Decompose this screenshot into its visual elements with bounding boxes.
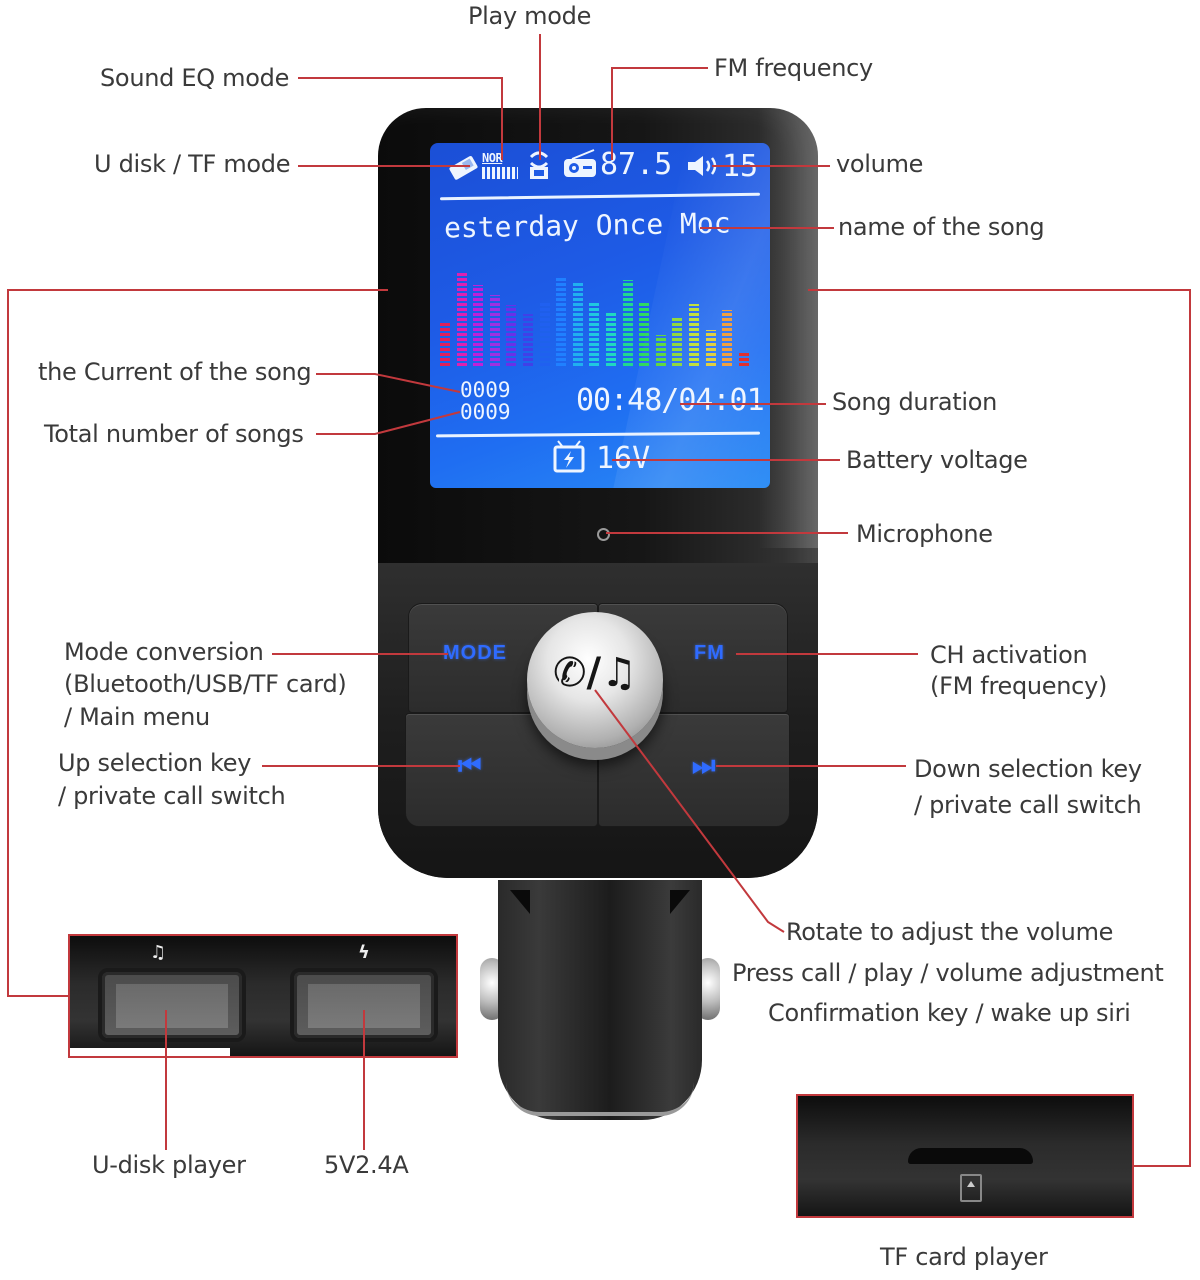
eq-bar bbox=[523, 314, 533, 366]
plug-notch-right bbox=[670, 890, 690, 914]
u-disk-tf-icon bbox=[449, 156, 478, 180]
total-songs-number: 0009 bbox=[460, 400, 511, 424]
car-plug bbox=[498, 880, 702, 1120]
label-sound-eq-mode: Sound EQ mode bbox=[100, 64, 290, 92]
label-up-key-1: Up selection key bbox=[58, 749, 252, 777]
eq-bar bbox=[639, 301, 650, 366]
eq-bar bbox=[655, 334, 666, 366]
label-play-mode: Play mode bbox=[468, 2, 592, 30]
battery-voltage-value: 16V bbox=[596, 441, 651, 476]
label-current-song: the Current of the song bbox=[38, 358, 312, 386]
label-volume: volume bbox=[836, 150, 924, 178]
plug-ring bbox=[506, 1082, 694, 1116]
fm-frequency-value: 87.5 bbox=[600, 147, 673, 182]
label-microphone: Microphone bbox=[856, 520, 993, 548]
label-ch-activation-1: CH activation bbox=[930, 641, 1088, 669]
label-ch-activation-2: (FM frequency) bbox=[930, 672, 1108, 700]
speaker-volume-icon bbox=[688, 156, 717, 176]
eq-spectrum bbox=[440, 271, 760, 366]
call-music-icon: ✆/♫ bbox=[553, 650, 637, 696]
label-knob-1: Rotate to adjust the volume bbox=[786, 918, 1114, 946]
usb-ports-inset: ♫ ϟ bbox=[68, 934, 458, 1058]
usb-port-music[interactable] bbox=[98, 968, 246, 1042]
current-song-number: 0009 bbox=[460, 378, 511, 402]
eq-mode-value: NOR bbox=[482, 151, 503, 165]
previous-track-icon: ⏮ bbox=[458, 750, 483, 780]
eq-bar bbox=[606, 311, 616, 366]
label-fm-frequency: FM frequency bbox=[714, 54, 873, 82]
label-up-key-2: / private call switch bbox=[58, 782, 286, 810]
eq-bar bbox=[572, 282, 583, 366]
eq-bar bbox=[489, 294, 500, 366]
label-u-disk-player: U-disk player bbox=[92, 1151, 246, 1179]
label-name-of-song: name of the song bbox=[838, 213, 1045, 241]
tf-card-inset bbox=[796, 1094, 1134, 1218]
eq-bars-container bbox=[440, 271, 760, 366]
eq-bar bbox=[589, 301, 600, 366]
volume-value: 15 bbox=[722, 149, 759, 184]
label-knob-2: Press call / play / volume adjustment bbox=[732, 959, 1164, 987]
label-battery-voltage: Battery voltage bbox=[846, 446, 1028, 474]
tf-card-slot[interactable] bbox=[908, 1148, 1033, 1164]
usb-music-icon: ♫ bbox=[150, 942, 167, 963]
label-song-duration: Song duration bbox=[832, 388, 998, 416]
eq-bar bbox=[722, 310, 733, 366]
eq-bar bbox=[440, 321, 450, 366]
microphone-hole bbox=[597, 528, 610, 541]
radio-icon bbox=[564, 149, 596, 177]
lcd-screen: NOR 87.5 15 esterday Once Moc 0009 0009 … bbox=[430, 143, 770, 488]
label-total-songs: Total number of songs bbox=[44, 420, 304, 448]
label-knob-3: Confirmation key / wake up siri bbox=[768, 999, 1131, 1027]
label-power-output: 5V2.4A bbox=[324, 1151, 409, 1179]
label-mode-conversion-1: Mode conversion bbox=[64, 638, 264, 666]
eq-bar bbox=[506, 304, 517, 366]
label-down-key-1: Down selection key bbox=[914, 755, 1142, 783]
volume-call-knob[interactable]: ✆/♫ bbox=[527, 612, 663, 748]
next-track-icon: ⏭ bbox=[692, 750, 717, 780]
usb-power-icon: ϟ bbox=[358, 942, 370, 963]
label-down-key-2: / private call switch bbox=[914, 791, 1142, 819]
previous-button[interactable] bbox=[405, 713, 598, 827]
label-mode-conversion-3: / Main menu bbox=[64, 703, 210, 731]
label-tf-card-player: TF card player bbox=[880, 1243, 1048, 1271]
eq-bar bbox=[456, 272, 467, 366]
label-u-disk-tf-mode: U disk / TF mode bbox=[94, 150, 291, 178]
usb-port-power-inner bbox=[308, 984, 420, 1028]
eq-bar bbox=[738, 353, 749, 366]
sd-card-icon bbox=[960, 1174, 982, 1202]
plug-notch-left bbox=[510, 890, 530, 914]
fm-button-label: FM bbox=[694, 642, 725, 664]
eq-bar bbox=[689, 303, 699, 366]
mode-button-label: MODE bbox=[443, 642, 507, 664]
usb-port-power[interactable] bbox=[290, 968, 438, 1042]
song-name: esterday Once Moc bbox=[443, 206, 731, 245]
play-mode-repeat-icon bbox=[529, 151, 549, 179]
eq-bar bbox=[672, 316, 683, 366]
eq-bar bbox=[539, 301, 550, 366]
eq-bar bbox=[622, 280, 633, 366]
inset-bottom-stripe bbox=[70, 1048, 230, 1056]
eq-bar bbox=[556, 277, 567, 366]
eq-mini-bars bbox=[482, 167, 518, 179]
label-mode-conversion-2: (Bluetooth/USB/TF card) bbox=[64, 670, 347, 698]
battery-icon bbox=[553, 440, 585, 473]
eq-nor-icon: NOR bbox=[482, 151, 518, 181]
usb-port-music-inner bbox=[116, 984, 228, 1028]
eq-bar bbox=[473, 285, 484, 366]
eq-bar bbox=[705, 329, 716, 366]
song-time: 00:48/04:01 bbox=[576, 383, 765, 418]
